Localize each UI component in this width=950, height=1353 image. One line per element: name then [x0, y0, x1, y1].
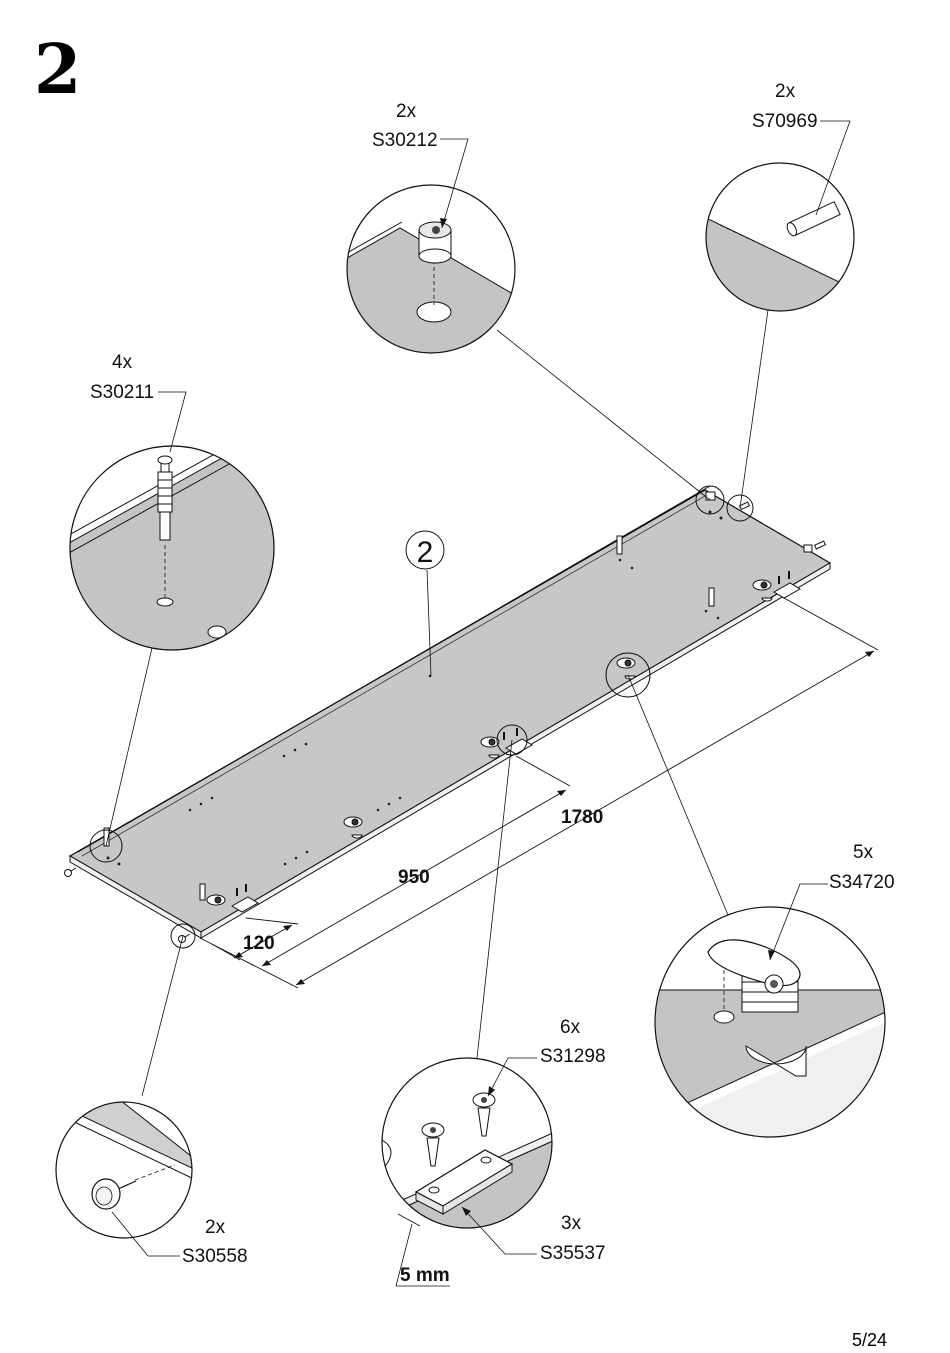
- detail-wooden-dowel: 2x S70969: [705, 81, 855, 312]
- gap-dimension: 5 mm: [400, 1265, 450, 1286]
- callout-code-s35537: S35537: [540, 1243, 606, 1264]
- dimension-1780: 1780: [561, 807, 603, 828]
- callout-code-s30212: S30212: [372, 130, 438, 151]
- dimension-950: 950: [398, 867, 430, 888]
- callout-qty-s30211: 4x: [112, 352, 133, 373]
- detail-connector-plate: 6x S31298 3x S35537 5 mm: [381, 1017, 606, 1287]
- detail-cam-lock-housing: 2x S30212: [346, 101, 516, 354]
- main-panel: [64, 485, 832, 949]
- callout-qty-s31298: 6x: [560, 1017, 581, 1038]
- callout-code-s70969: S70969: [752, 111, 818, 132]
- page-number: 5/24: [852, 1330, 888, 1350]
- callout-qty-s34720: 5x: [853, 842, 874, 863]
- dimension-lines: [199, 597, 879, 989]
- shelf-support-cams: [206, 579, 772, 906]
- panel-number-label: 2: [417, 536, 434, 569]
- dimension-120: 120: [243, 933, 275, 954]
- detail-glide-nail: 2x S30558: [55, 1101, 248, 1267]
- callout-qty-s30212: 2x: [396, 101, 417, 122]
- step-number: 2: [34, 30, 82, 110]
- panel-number-badge: 2: [405, 530, 445, 677]
- leader-lines: [105, 309, 769, 1097]
- callout-code-s31298: S31298: [540, 1046, 606, 1067]
- callout-code-s30558: S30558: [182, 1246, 248, 1267]
- detail-shelf-support-cam: 5x S34720: [654, 842, 895, 1138]
- callout-qty-s30558: 2x: [205, 1217, 226, 1238]
- callout-code-s34720: S34720: [829, 872, 895, 893]
- callout-qty-s35537: 3x: [561, 1213, 582, 1234]
- callout-code-s30211: S30211: [90, 382, 154, 403]
- detail-cam-bolt: 4x S30211: [69, 352, 275, 651]
- callout-qty-s70969: 2x: [775, 81, 796, 102]
